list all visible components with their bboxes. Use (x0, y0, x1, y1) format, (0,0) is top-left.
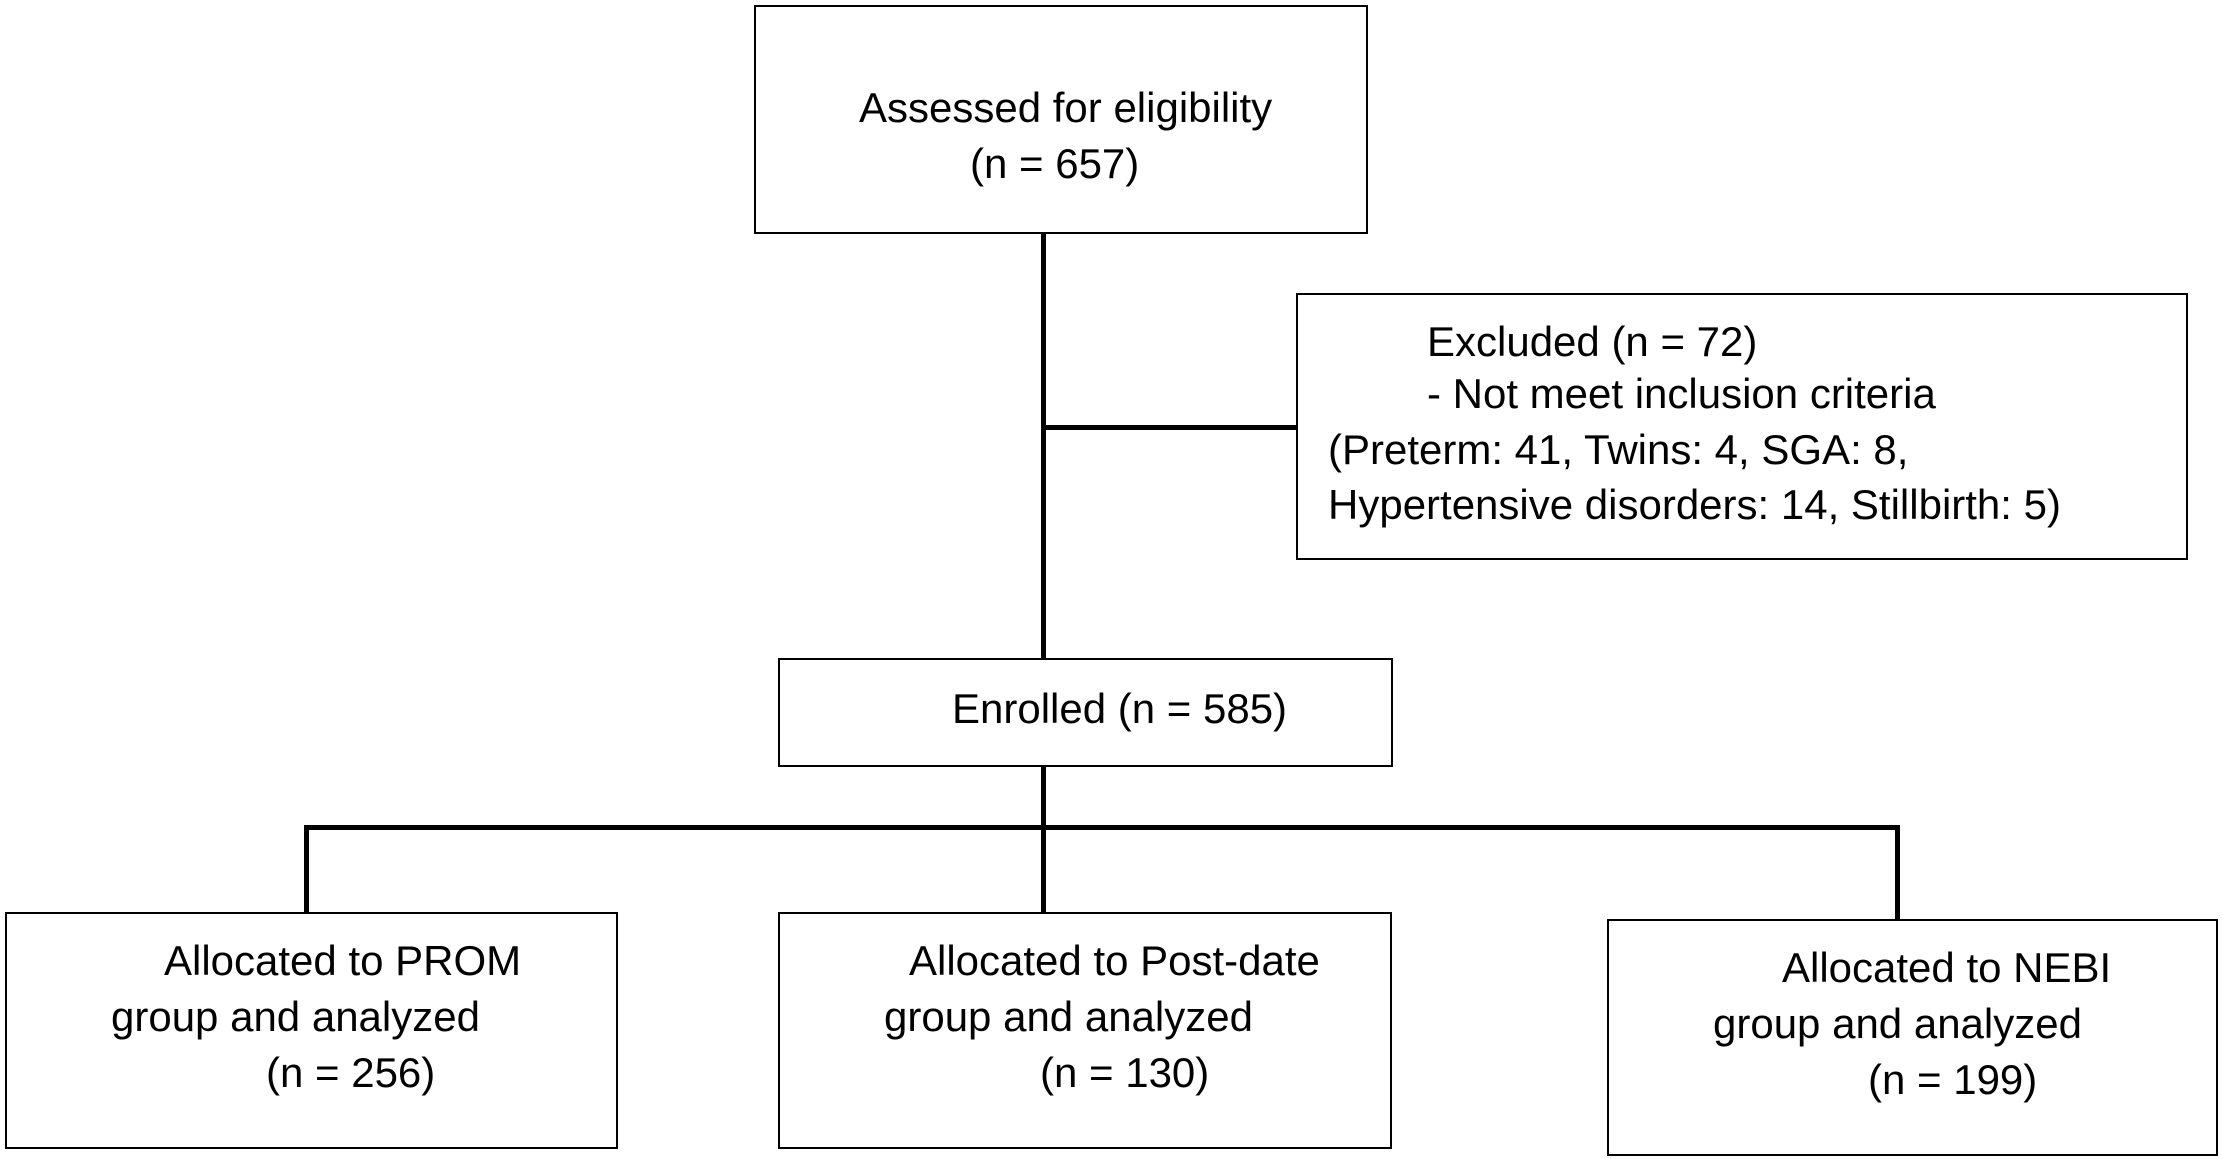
group-prom-count: (n = 256) (266, 1049, 436, 1096)
assessed-box (754, 5, 1368, 234)
group-nebi-line1: Allocated to NEBI (1782, 944, 2112, 991)
excluded-reason: - Not meet inclusion criteria (1427, 370, 1936, 417)
group-prom-line2: group and analyzed (111, 993, 480, 1040)
group-postdate-line2: group and analyzed (884, 993, 1253, 1040)
excluded-details-line2: Hypertensive disorders: 14, Stillbirth: … (1328, 481, 2061, 528)
excluded-details-line1: (Preterm: 41, Twins: 4, SGA: 8, (1328, 426, 1909, 473)
group-nebi-count: (n = 199) (1868, 1056, 2038, 1103)
enrolled-box (778, 658, 1393, 767)
group-box-prom (5, 912, 618, 1149)
connector-to-postdate (1041, 825, 1046, 913)
connector-assessed-to-enrolled (1041, 232, 1046, 660)
group-prom-line1: Allocated to PROM (164, 937, 522, 984)
connector-to-nebi (1895, 825, 1900, 925)
group-nebi-line2: group and analyzed (1713, 1000, 2082, 1047)
enrolled-title: Enrolled (n = 585) (952, 685, 1288, 732)
connector-horizontal-split (304, 825, 1900, 830)
group-postdate-line1: Allocated to Post-date (909, 937, 1320, 984)
assessed-title: Assessed for eligibility (859, 84, 1273, 131)
group-box-postdate (778, 912, 1392, 1149)
excluded-box (1296, 293, 2188, 560)
connector-to-excluded (1046, 425, 1298, 430)
assessed-count: (n = 657) (970, 140, 1140, 187)
connector-to-prom (304, 825, 309, 918)
group-box-nebi (1607, 919, 2218, 1156)
excluded-title: Excluded (n = 72) (1427, 318, 1758, 365)
group-postdate-count: (n = 130) (1040, 1049, 1210, 1096)
